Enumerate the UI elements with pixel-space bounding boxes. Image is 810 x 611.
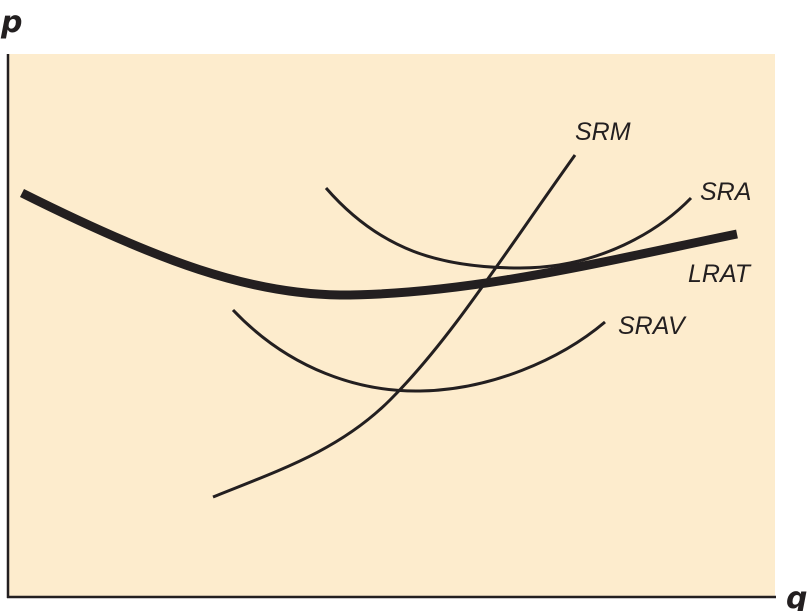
- plot-area-background: [8, 54, 775, 597]
- x-axis-label: q: [786, 581, 807, 611]
- lrat-label: LRAT: [688, 260, 752, 288]
- lrat-curve: [19, 188, 738, 300]
- srm-label: SRM: [575, 118, 631, 146]
- sra-curve: [324, 187, 693, 270]
- sra-label: SRA: [700, 178, 751, 206]
- srm-curve: [212, 154, 577, 499]
- srav-label: SRAV: [618, 312, 687, 340]
- srav-curve: [231, 308, 606, 393]
- y-axis-label: p: [0, 5, 22, 40]
